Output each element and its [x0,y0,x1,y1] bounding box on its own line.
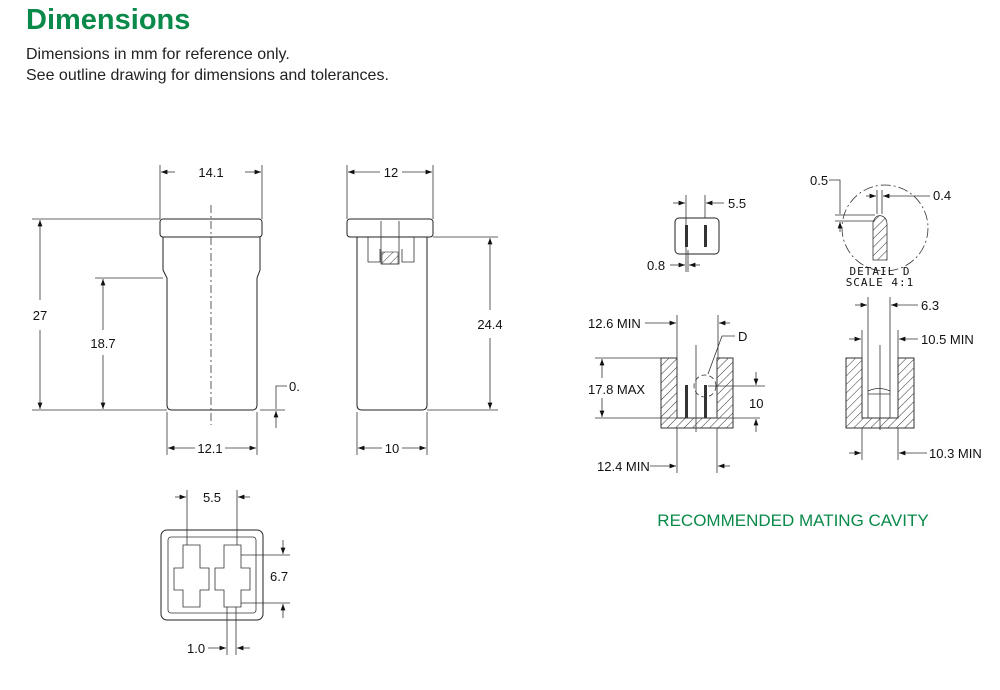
mating-cavity-section-front: D 12.6 MIN 17.8 MAX 10 12.4 MIN [588,315,765,474]
dim-cavity-width-top: 12.6 MIN [588,316,641,331]
dim-detail-width: 0.4 [933,188,951,203]
dim-terminal-height: 6.7 [270,569,288,584]
bottom-view: 5.5 6.7 1.0 [160,490,290,656]
dim-terminal-thickness: 1.0 [187,641,205,656]
dim-cavity-depth: 17.8 MAX [588,382,645,397]
dim-front-height-mid: 18.7 [90,336,115,351]
dim-cavity-top-thickness: 0.8 [647,258,665,273]
detail-ref-d: D [738,329,747,344]
dim-terminal-spacing: 5.5 [203,490,221,505]
dim-side-width-bottom: 10 [385,441,399,456]
dim-side-cavity-top: 10.5 MIN [921,332,974,347]
detail-label: DETAIL D [850,265,911,278]
mating-cavity-top-view: 5.5 0.8 [647,195,746,273]
side-view: 12 24.4 10 [346,165,503,456]
subtitle-line-2: See outline drawing for dimensions and t… [26,67,389,84]
mating-cavity-section-side: 6.3 10.5 MIN 10.3 MIN [845,297,982,461]
dim-cavity-top-spacing: 5.5 [728,196,746,211]
dim-cavity-width-bottom: 12.4 MIN [597,459,650,474]
front-view: 14.1 27 18.7 12.1 0. [32,165,300,456]
mating-cavity-caption: RECOMMENDED MATING CAVITY [657,511,928,530]
subtitle-line-1: Dimensions in mm for reference only. [26,46,290,63]
dim-front-width-bottom: 12.1 [197,441,222,456]
page-title: Dimensions [26,4,191,36]
dim-front-height-total: 27 [33,308,47,323]
dim-side-width-top: 12 [384,165,398,180]
detail-scale: SCALE 4:1 [846,276,915,289]
dim-side-height: 24.4 [477,317,502,332]
dim-cavity-pin-height: 10 [749,396,763,411]
detail-d: 0.4 0.5 DETAIL D SCALE 4:1 [810,173,951,289]
dim-side-cavity-bottom: 10.3 MIN [929,446,982,461]
dim-detail-top: 0.5 [810,173,828,188]
dim-side-cavity-width: 6.3 [921,298,939,313]
dim-front-width-top: 14.1 [198,165,223,180]
dim-front-bottom-offset: 0. [289,379,300,394]
